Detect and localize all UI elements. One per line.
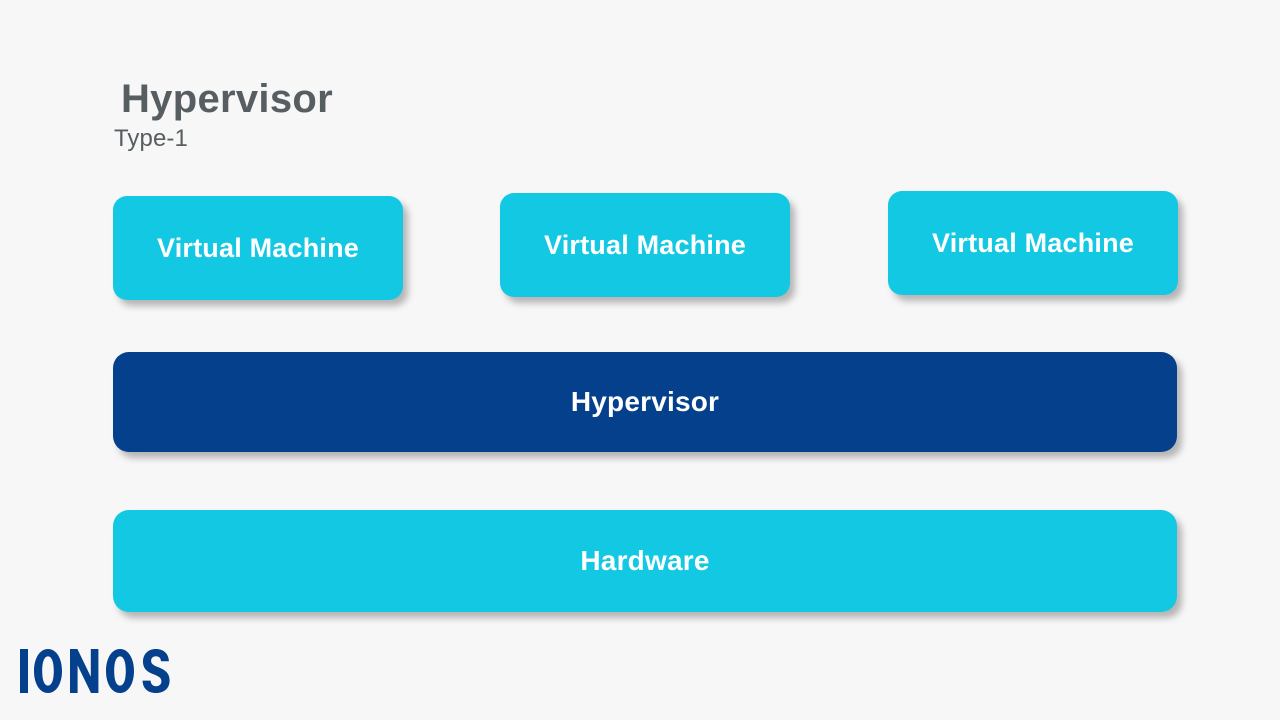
virtual-machine-box-2: Virtual Machine <box>500 193 790 297</box>
virtual-machine-box-1: Virtual Machine <box>113 196 403 300</box>
ionos-logo <box>18 648 176 694</box>
page-subtitle: Type-1 <box>114 125 188 152</box>
hardware-layer-label: Hardware <box>580 545 710 576</box>
hypervisor-layer-label: Hypervisor <box>570 386 720 417</box>
virtual-machine-label: Virtual Machine <box>931 227 1135 258</box>
heading-block: Hypervisor Type-1 <box>113 76 813 154</box>
hypervisor-layer-bar: Hypervisor <box>113 352 1177 452</box>
virtual-machine-box-3: Virtual Machine <box>888 191 1178 295</box>
page-title: Hypervisor <box>121 77 333 121</box>
hardware-layer-bar: Hardware <box>113 510 1177 612</box>
virtual-machine-label: Virtual Machine <box>543 229 747 260</box>
virtual-machine-label: Virtual Machine <box>156 232 360 263</box>
